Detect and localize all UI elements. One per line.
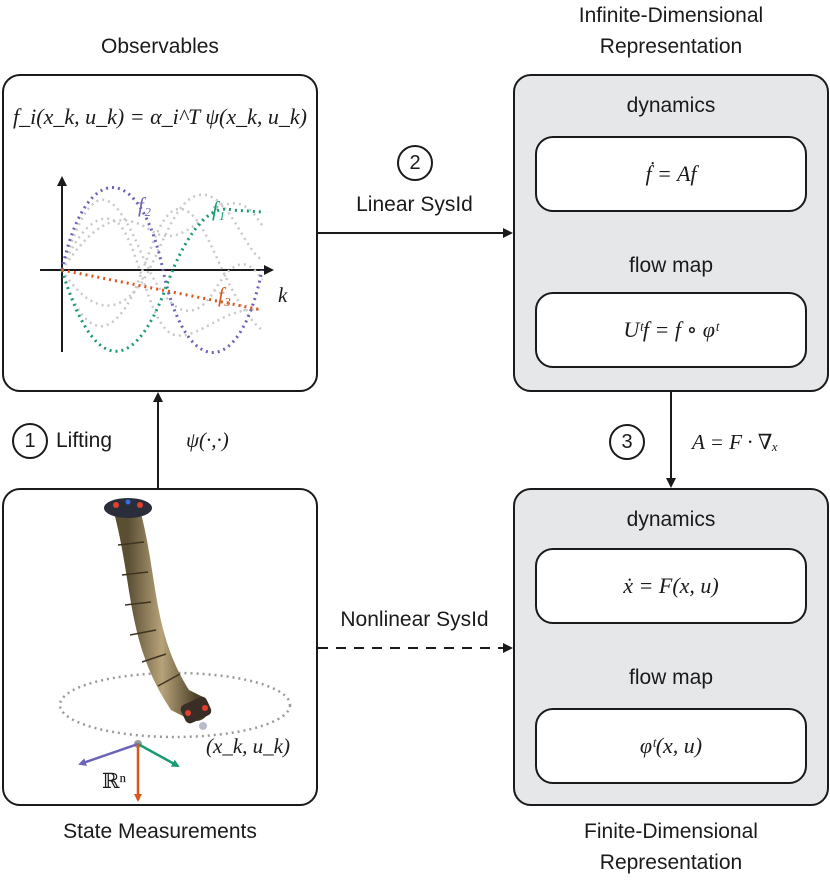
f1-label: f₁ bbox=[212, 197, 226, 221]
step-1-circle: 1 bbox=[12, 423, 48, 459]
f1-curve bbox=[60, 207, 263, 353]
f2-label: f₂ bbox=[138, 193, 152, 217]
point-label: (x_k, u_k) bbox=[206, 734, 290, 758]
robot-tip bbox=[180, 696, 212, 724]
gradient-equation: A = F · ∇ₓ bbox=[692, 430, 779, 454]
state-title: State Measurements bbox=[63, 820, 257, 843]
finite-flow-label: flow map bbox=[628, 666, 714, 689]
lifting-label: Lifting bbox=[56, 429, 113, 452]
frame-axis-purple bbox=[78, 742, 139, 766]
f2-curve bbox=[60, 186, 264, 354]
frame-axis-green bbox=[137, 742, 180, 768]
psi-label: ψ(·,·) bbox=[186, 428, 229, 452]
linear-sysid-label: Linear SysId bbox=[356, 193, 473, 216]
observables-title: Observables bbox=[101, 35, 219, 58]
background-curves bbox=[60, 193, 264, 337]
infinite-dynamics-label: dynamics bbox=[626, 94, 716, 117]
f3-curve bbox=[61, 268, 263, 312]
finite-flow-equation: φᵗ(x, u) bbox=[535, 708, 807, 784]
soft-robot-arm bbox=[115, 502, 209, 721]
observable-equation: f_i(x_k, u_k) = α_i^T ψ(x_k, u_k) bbox=[13, 104, 307, 129]
step-3-circle: 3 bbox=[609, 424, 645, 460]
workspace-ellipse bbox=[58, 671, 292, 739]
f3-label: f₃ bbox=[218, 283, 232, 307]
finite-representation-box: dynamics ẋ = F(x, u) flow map φᵗ(x, u) bbox=[513, 488, 829, 806]
infinite-dynamics-equation: ḟ = Af bbox=[535, 136, 807, 212]
space-label: ℝⁿ bbox=[102, 769, 127, 793]
finite-title-line2: Representation bbox=[599, 851, 743, 874]
finite-title-line1: Finite-Dimensional bbox=[584, 820, 758, 843]
nonlinear-sysid-label: Nonlinear SysId bbox=[340, 608, 489, 631]
infinite-title-line1: Infinite-Dimensional bbox=[578, 4, 764, 27]
finite-dynamics-label: dynamics bbox=[626, 508, 716, 531]
infinite-flow-equation: Uᵗf = f ∘ φᵗ bbox=[535, 292, 807, 368]
infinite-title-line2: Representation bbox=[599, 35, 743, 58]
infinite-representation-box: dynamics ḟ = Af flow map Uᵗf = f ∘ φᵗ bbox=[513, 74, 829, 392]
observables-box: f_i(x_k, u_k) = α_i^T ψ(x_k, u_k) bbox=[2, 74, 318, 392]
finite-dynamics-equation: ẋ = F(x, u) bbox=[535, 548, 807, 624]
step-2-circle: 2 bbox=[397, 145, 433, 181]
robot-segments bbox=[117, 541, 181, 687]
axis-k-label: k bbox=[278, 283, 288, 307]
infinite-flow-label: flow map bbox=[628, 254, 714, 277]
